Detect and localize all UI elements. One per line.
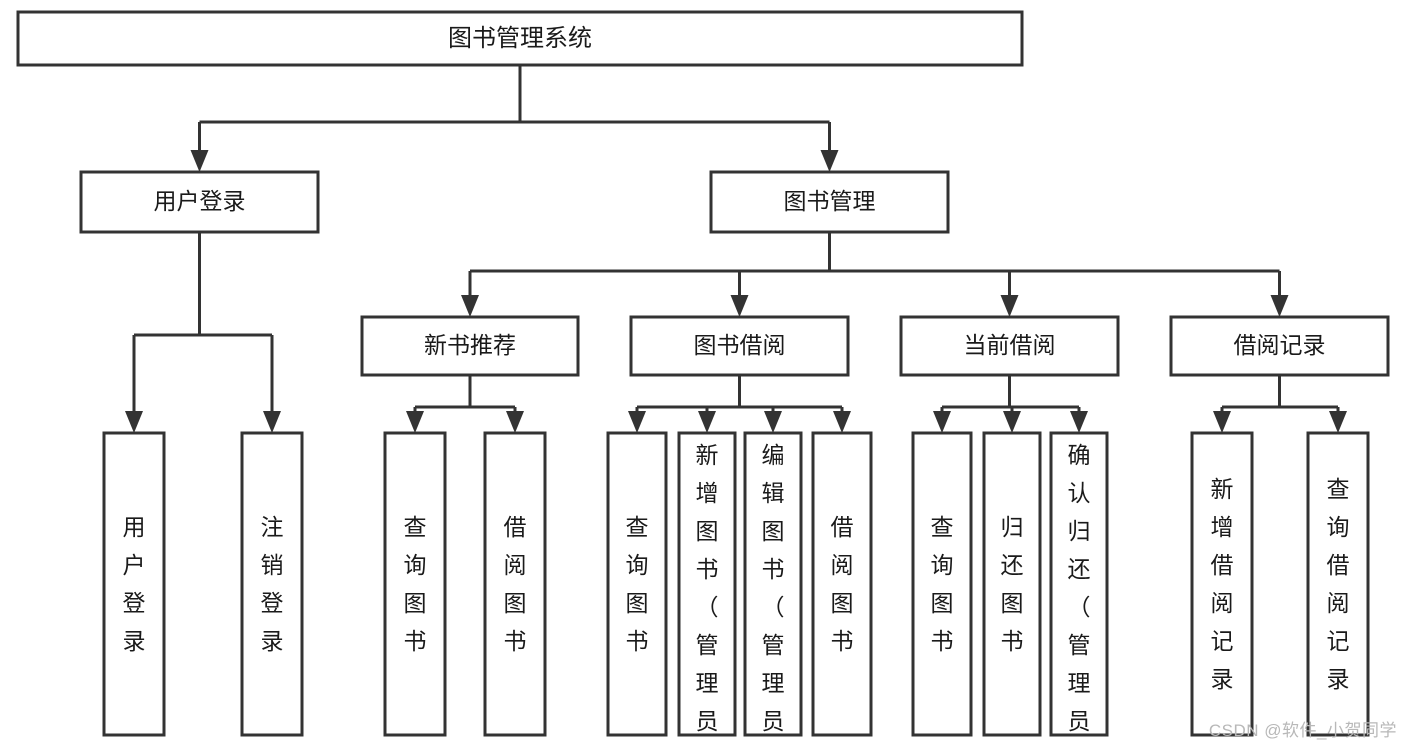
node-borrow-record-box [1169, 315, 1390, 377]
node-leaf-user-login[interactable]: 用户登录 [102, 431, 166, 737]
connector-layer [125, 65, 1347, 433]
node-book-borrow[interactable]: 图书借阅 [629, 315, 850, 377]
node-leaf-borrow-book-1-label: 借阅图书 [504, 514, 527, 654]
node-borrow-record[interactable]: 借阅记录 [1169, 315, 1390, 377]
node-leaf-add-record[interactable]: 新增借阅记录 [1190, 431, 1254, 737]
level3-new-book-recommend-arrow-icon [461, 295, 479, 317]
node-book-manage-label: 图书管理 [784, 188, 876, 214]
node-leaf-user-login-label: 用户登录 [123, 514, 146, 654]
borrow-record-group-leaf-query-record-arrow-icon [1329, 411, 1347, 433]
node-user-login[interactable]: 用户登录 [79, 170, 320, 234]
level3-current-borrow-arrow-icon [1000, 295, 1019, 317]
node-leaf-query-record-label: 查询借阅记录 [1327, 476, 1350, 692]
node-leaf-return-book-label: 归还图书 [1001, 514, 1024, 654]
node-leaf-borrow-book-2-label: 借阅图书 [831, 514, 854, 654]
node-leaf-query-book-1-box [383, 431, 447, 737]
node-leaf-confirm-return[interactable]: 确认归还（管理员） [1049, 431, 1109, 747]
current-borrow-group-leaf-query-book-3-arrow-icon [933, 411, 951, 433]
node-leaf-user-logout-box [240, 431, 304, 737]
level3-borrow-record-arrow-icon [1270, 295, 1289, 317]
node-leaf-query-book-3-box [911, 431, 973, 737]
book-borrow-group-leaf-query-book-2-arrow-icon [628, 411, 646, 433]
node-leaf-add-record-box [1190, 431, 1254, 737]
new-book-recommend-group-leaf-query-book-1-arrow-icon [406, 411, 424, 433]
borrow-record-group-leaf-add-record-arrow-icon [1213, 411, 1231, 433]
watermark-label: CSDN @软件_小贺同学 [1208, 721, 1397, 740]
node-leaf-edit-book[interactable]: 编辑图书（管理员） [743, 431, 803, 747]
node-root-label: 图书管理系统 [448, 25, 592, 52]
node-leaf-user-logout-label: 注销登录 [261, 514, 284, 654]
node-root[interactable]: 图书管理系统 [16, 10, 1024, 67]
node-root-box [16, 10, 1024, 67]
node-leaf-confirm-return-box [1049, 431, 1109, 737]
node-current-borrow-box [899, 315, 1120, 377]
book-borrow-group-leaf-add-book-arrow-icon [698, 411, 716, 433]
node-current-borrow[interactable]: 当前借阅 [899, 315, 1120, 377]
node-leaf-edit-book-box [743, 431, 803, 737]
node-book-manage-box [709, 170, 950, 234]
node-leaf-return-book-box [982, 431, 1042, 737]
node-leaf-add-record-label: 新增借阅记录 [1211, 476, 1234, 692]
level2-book-manage-arrow-icon [820, 150, 839, 172]
node-borrow-record-label: 借阅记录 [1234, 332, 1326, 358]
node-leaf-query-book-2-box [606, 431, 668, 737]
node-leaf-query-book-3[interactable]: 查询图书 [911, 431, 973, 737]
node-leaf-borrow-book-2[interactable]: 借阅图书 [811, 431, 873, 737]
node-leaf-borrow-book-1[interactable]: 借阅图书 [483, 431, 547, 737]
node-leaf-confirm-return-label: 确认归还（管理员） [1068, 442, 1091, 747]
node-leaf-query-book-1[interactable]: 查询图书 [383, 431, 447, 737]
current-borrow-group-leaf-confirm-return-arrow-icon [1070, 411, 1088, 433]
node-book-borrow-box [629, 315, 850, 377]
node-leaf-borrow-book-1-box [483, 431, 547, 737]
book-borrow-group-leaf-edit-book-arrow-icon [764, 411, 782, 433]
node-book-borrow-label: 图书借阅 [694, 332, 786, 358]
node-leaf-add-book[interactable]: 新增图书（管理员） [677, 431, 737, 747]
node-leaf-query-record-box [1306, 431, 1370, 737]
node-user-login-box [79, 170, 320, 234]
user-login-group-leaf-user-logout-arrow-icon [263, 411, 281, 433]
node-user-login-label: 用户登录 [154, 188, 246, 214]
node-leaf-edit-book-label: 编辑图书（管理员） [762, 442, 785, 747]
node-leaf-user-logout[interactable]: 注销登录 [240, 431, 304, 737]
node-leaf-query-book-2[interactable]: 查询图书 [606, 431, 668, 737]
node-new-book-recommend[interactable]: 新书推荐 [360, 315, 580, 377]
node-leaf-add-book-label: 新增图书（管理员） [696, 442, 719, 747]
node-leaf-query-book-3-label: 查询图书 [931, 514, 954, 654]
level3-book-borrow-arrow-icon [730, 295, 749, 317]
node-layer: 图书管理系统用户登录图书管理新书推荐图书借阅当前借阅借阅记录用户登录注销登录查询… [16, 10, 1390, 747]
node-new-book-recommend-label: 新书推荐 [424, 332, 516, 358]
level2-user-login-arrow-icon [190, 150, 209, 172]
node-new-book-recommend-box [360, 315, 580, 377]
node-leaf-borrow-book-2-box [811, 431, 873, 737]
node-book-manage[interactable]: 图书管理 [709, 170, 950, 234]
node-leaf-return-book[interactable]: 归还图书 [982, 431, 1042, 737]
current-borrow-group-leaf-return-book-arrow-icon [1003, 411, 1021, 433]
user-login-group-leaf-user-login-arrow-icon [125, 411, 143, 433]
node-leaf-query-book-2-label: 查询图书 [626, 514, 649, 654]
book-borrow-group-leaf-borrow-book-2-arrow-icon [833, 411, 851, 433]
node-current-borrow-label: 当前借阅 [964, 332, 1056, 358]
node-leaf-add-book-box [677, 431, 737, 737]
node-leaf-user-login-box [102, 431, 166, 737]
new-book-recommend-group-leaf-borrow-book-1-arrow-icon [506, 411, 524, 433]
node-leaf-query-book-1-label: 查询图书 [404, 514, 427, 654]
node-leaf-query-record[interactable]: 查询借阅记录 [1306, 431, 1370, 737]
